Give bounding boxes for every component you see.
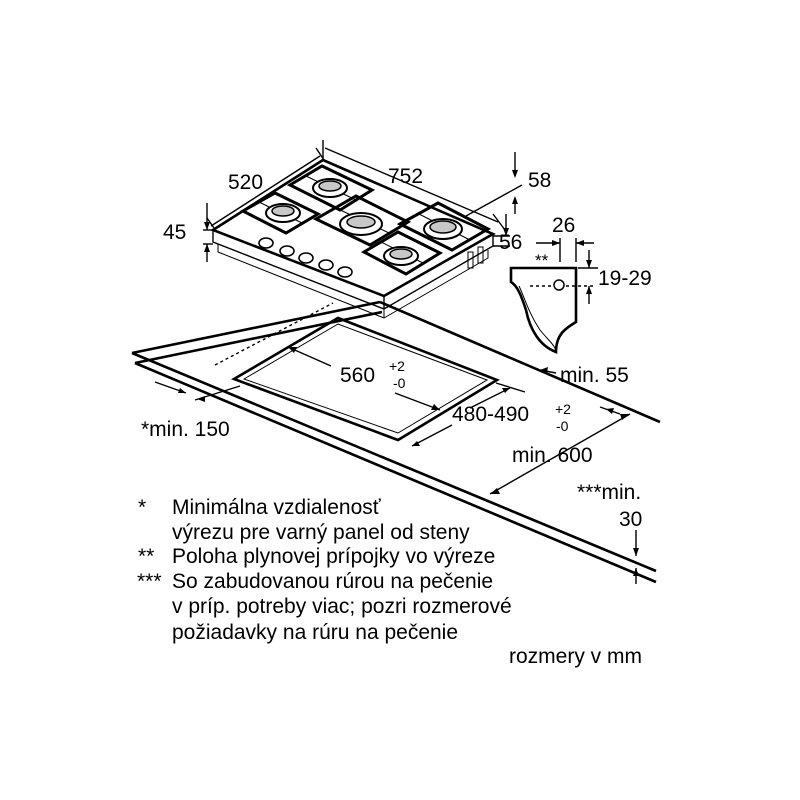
label-connector-26: 26 [552,214,575,237]
label-width-752: 752 [388,165,423,188]
hob-connector-stub [467,251,474,269]
label-min-wall-150: *min. 150 [141,418,230,441]
dim-side-offset [465,152,523,217]
dim-cutout-depth [411,382,526,447]
label-connector-marker: ** [535,251,549,270]
label-min-front-55: min. 55 [560,364,629,387]
dim-min-depth [489,413,631,495]
dim-hob-height [203,203,213,262]
dim-min-below [633,530,639,584]
label-height-45: 45 [163,221,186,244]
gas-hob: 752 520 45 58 [163,140,551,319]
label-cutout-width-tol-minus: -0 [393,375,406,391]
label-cutout-depth-tol-minus: -0 [556,418,569,434]
label-cutout-depth: 480-490 [452,403,529,426]
label-min-depth-600: min. 600 [512,444,593,467]
worktop-hidden-edge [214,302,334,366]
dim-hob-width [322,140,506,231]
label-cutout-width: 560 [340,364,375,387]
label-connector-19-29: 19-29 [598,267,652,290]
cutout [230,316,500,442]
dim-hob-depth [206,147,325,229]
hob-burners [265,178,463,266]
label-front-56: 56 [499,231,522,254]
label-min-below-line2: 30 [619,508,642,531]
dim-min-wall [154,381,241,402]
label-cutout-depth-tol-plus: +2 [555,401,571,417]
dim-cutout-width [287,346,441,411]
hob-plate-edge [212,230,494,310]
label-min-below-line1: ***min. [577,481,641,504]
label-cutout-width-tol-plus: +2 [389,358,405,374]
gas-connector-detail [509,238,598,354]
connector-hole [553,279,565,291]
hob-control-knobs [258,237,353,278]
label-side-58: 58 [528,169,551,192]
dim-min-front [539,367,621,415]
dim-front-offset [493,214,510,247]
label-depth-520: 520 [228,171,263,194]
